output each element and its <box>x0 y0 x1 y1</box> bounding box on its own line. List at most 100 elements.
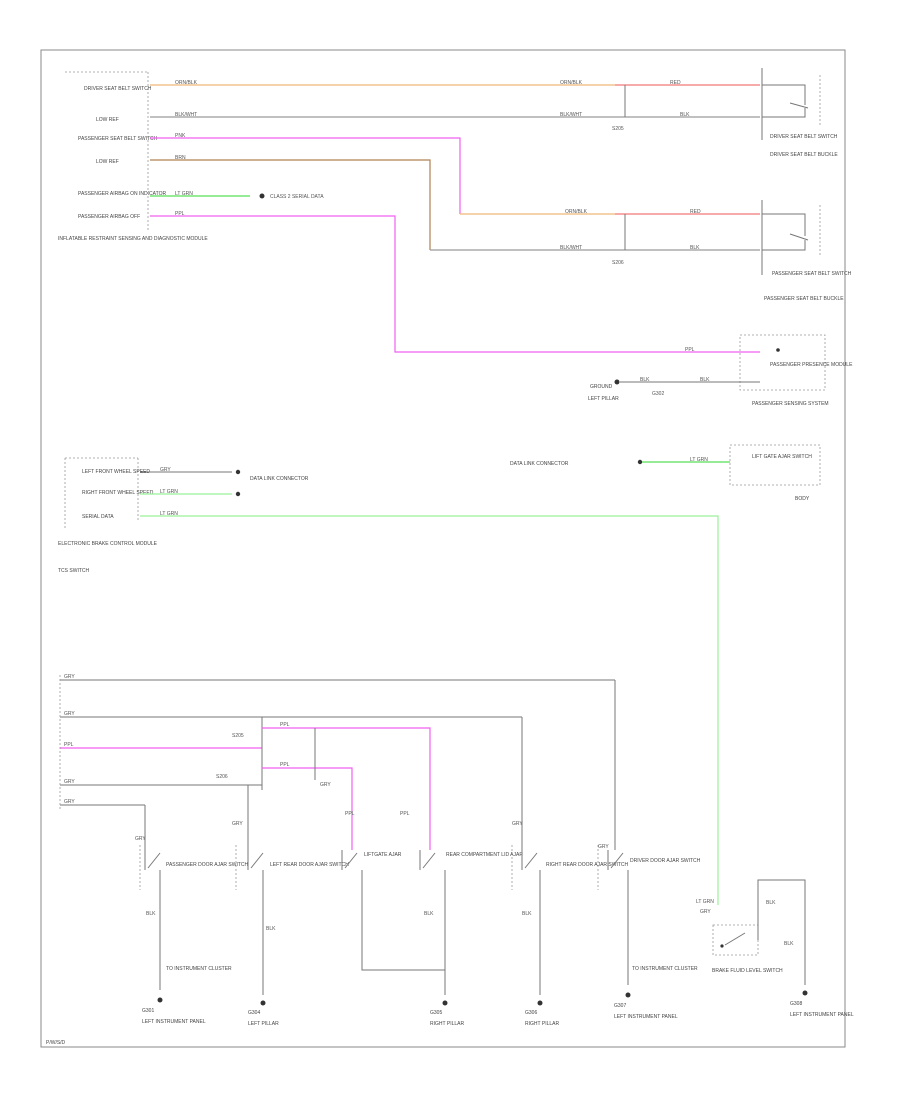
label-dlc: DATA LINK CONNECTOR <box>510 461 569 467</box>
wire-label-pnk-a: PNK <box>175 133 186 139</box>
gnd5-panel: LEFT INSTRUMENT PANEL <box>614 1014 678 1020</box>
label-low-ref-2: LOW REF <box>96 159 119 165</box>
brake-fluid-switch: LT GRN GRY BLK BLK BRAKE FLUID LEVEL SWI… <box>696 879 854 1018</box>
brake-wire-4: BLK <box>784 941 794 947</box>
wire-pass-presence: PPL PPL <box>150 211 780 353</box>
gnd5-label: G307 <box>614 1003 626 1009</box>
right-rear-door-switch: RIGHT REAR DOOR AJAR SWITCH GRY BLK G306… <box>511 821 629 1027</box>
diagram-frame <box>40 49 846 1048</box>
wire-label-lt-grn-b: LT GRN <box>160 489 178 495</box>
wire-class2-data: LT GRN CLASS 2 SERIAL DATA <box>150 191 324 200</box>
label-rf-speed: RIGHT FRONT WHEEL SPEED <box>82 490 154 496</box>
brake-wire-3: BLK <box>766 900 776 906</box>
sw5-wire: GRY <box>512 821 523 827</box>
wire-label-red-b: RED <box>690 209 701 215</box>
gnd3-label: G305 <box>430 1010 442 1016</box>
passenger-door-switch: PASSENGER DOOR AJAR SWITCH GRY BLK TO IN… <box>135 836 249 1025</box>
label-rf-conn: DATA LINK CONNECTOR <box>250 476 309 482</box>
gnd4-label: G306 <box>525 1010 537 1016</box>
wire-label-blk-wht-c: BLK/WHT <box>560 245 582 251</box>
ground-label-g302: G302 <box>652 391 664 397</box>
label-sw2: LEFT REAR DOOR AJAR SWITCH <box>270 862 349 868</box>
splice-wire-3: GRY <box>320 782 331 788</box>
wire-label-orn-blk-b: ORN/BLK <box>560 80 583 86</box>
top-left-connector: DRIVER SEAT BELT SWITCH LOW REF PASSENGE… <box>58 71 208 242</box>
splice-wire-2: PPL <box>280 762 290 768</box>
splice-block: S205 S206 PPL PPL GRY PPL PPL <box>216 717 431 850</box>
corner-label: P/W/S/D <box>46 1040 66 1046</box>
sw4-wire-blk: BLK <box>424 911 434 917</box>
label-right-drv-buckle: DRIVER SEAT BELT BUCKLE <box>770 152 838 158</box>
label-sw6: DRIVER DOOR AJAR SWITCH <box>630 858 701 864</box>
driver-door-switch: DRIVER DOOR AJAR SWITCH GRY TO INSTRUMEN… <box>597 844 701 1020</box>
bus-label-3: PPL <box>64 742 74 748</box>
label-right-pass-buckle: PASSENGER SEAT BELT BUCKLE <box>764 296 844 302</box>
brake-wire-2: GRY <box>700 909 711 915</box>
wire-label-red-a: RED <box>670 80 681 86</box>
wire-label-blk-wht-a: BLK/WHT <box>175 112 197 118</box>
label-pass-presence-sub: PASSENGER SENSING SYSTEM <box>752 401 829 407</box>
label-tcs: TCS SWITCH <box>58 568 89 574</box>
splice-lbl-a: S205 <box>232 733 244 739</box>
wire-label-brn: BRN <box>175 155 186 161</box>
sw6-module: TO INSTRUMENT CLUSTER <box>632 966 698 972</box>
rear-compartment-switch: REAR COMPARTMENT LID AJAR BLK G305 RIGHT… <box>419 850 523 1027</box>
splice-label-2: S206 <box>612 260 624 266</box>
wire-pass-belt-ground: BRN BLK/WHT BLK S206 <box>150 155 760 266</box>
sw5-wire-blk: BLK <box>522 911 532 917</box>
wire-label-blk-wht-b: BLK/WHT <box>560 112 582 118</box>
label-sw7: BRAKE FLUID LEVEL SWITCH <box>712 968 783 974</box>
wire-pass-belt-signal: PNK ORN/BLK RED <box>150 133 760 215</box>
lift-gate-box: DATA LINK CONNECTOR LT GRN LIFT GATE AJA… <box>510 444 821 502</box>
wire-label-orn-blk-a: ORN/BLK <box>175 80 198 86</box>
label-ebcm: ELECTRONIC BRAKE CONTROL MODULE <box>58 541 158 547</box>
label-sw3: LIFTGATE AJAR <box>364 852 402 858</box>
sw2-wire-blk: BLK <box>266 926 276 932</box>
wire-label-blk-d: BLK <box>700 377 710 383</box>
bottom-bus-lines: GRY GRY PPL GRY GRY <box>59 674 616 850</box>
driver-belt-switch: DRIVER SEAT BELT SWITCH DRIVER SEAT BELT… <box>761 68 838 158</box>
label-lf-speed: LEFT FRONT WHEEL SPEED <box>82 469 150 475</box>
sw1-wire: GRY <box>135 836 146 842</box>
splice-wire-4: PPL <box>345 811 355 817</box>
bus-label-4: GRY <box>64 779 75 785</box>
label-pass-lamp: PASSENGER AIRBAG ON INDICATOR <box>78 191 166 197</box>
label-pass-belt: PASSENGER SEAT BELT SWITCH <box>78 136 158 142</box>
wire-lf-speed: GRY <box>140 467 241 475</box>
wire-label-ppl-b: PPL <box>685 347 695 353</box>
gnd1-panel: LEFT INSTRUMENT PANEL <box>142 1019 206 1025</box>
label-liftgate-box: LIFT GATE AJAR SWITCH <box>752 454 812 460</box>
label-pass-presence: PASSENGER PRESENCE MODULE <box>770 362 853 368</box>
sw2-wire: GRY <box>232 821 243 827</box>
label-sw5: RIGHT REAR DOOR AJAR SWITCH <box>546 862 629 868</box>
left-rear-door-switch: LEFT REAR DOOR AJAR SWITCH GRY BLK G304 … <box>232 821 349 1027</box>
liftgate-switch: LIFTGATE AJAR <box>341 850 445 971</box>
wire-driver-belt-ground: BLK/WHT BLK/WHT BLK S205 <box>150 85 760 132</box>
gnd6-label: G308 <box>790 1001 802 1007</box>
splice-wire-1: PPL <box>280 722 290 728</box>
wire-label-blk-c: BLK <box>640 377 650 383</box>
wire-label-ppl-a: PPL <box>175 211 185 217</box>
wire-label-lt-grn-d: LT GRN <box>690 457 708 463</box>
label-sw1: PASSENGER DOOR AJAR SWITCH <box>166 862 249 868</box>
label-right-drv-switch: DRIVER SEAT BELT SWITCH <box>770 134 838 140</box>
sw6-wire: GRY <box>598 844 609 850</box>
sw1-wire-blk: BLK <box>146 911 156 917</box>
wire-label-blk-b: BLK <box>690 245 700 251</box>
splice-label-1: S205 <box>612 126 624 132</box>
bus-label-2: GRY <box>64 711 75 717</box>
brake-wire-1: LT GRN <box>696 899 714 905</box>
ebcm-connector: LEFT FRONT WHEEL SPEED RIGHT FRONT WHEEL… <box>58 457 158 574</box>
wire-label-blk-a: BLK <box>680 112 690 118</box>
splice-lbl-b: S206 <box>216 774 228 780</box>
label-serial-data: SERIAL DATA <box>82 514 114 520</box>
label-body: BODY <box>795 496 810 502</box>
wire-serial-data-long: LT GRN <box>140 511 719 905</box>
wire-label-orn-c: ORN/BLK <box>565 209 588 215</box>
gnd6-panel: LEFT INSTRUMENT PANEL <box>790 1012 854 1018</box>
label-sdm-module: INFLATABLE RESTRAINT SENSING AND DIAGNOS… <box>58 236 208 242</box>
label-class2: CLASS 2 SERIAL DATA <box>270 194 324 200</box>
label-sw4: REAR COMPARTMENT LID AJAR <box>446 852 523 858</box>
label-right-pass-switch: PASSENGER SEAT BELT SWITCH <box>772 271 852 277</box>
